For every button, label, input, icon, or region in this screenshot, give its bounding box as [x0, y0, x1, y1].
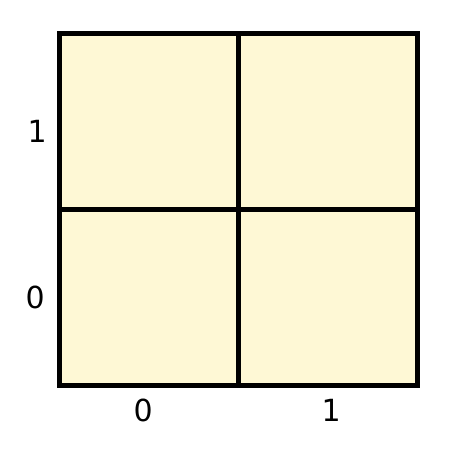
- grid-line-horizontal: [57, 207, 420, 212]
- board-cell-r0-c0[interactable]: [57, 210, 239, 388]
- col-label-1: 1: [321, 394, 341, 429]
- col-label-0: 0: [133, 394, 153, 429]
- board-cell-r0-c1[interactable]: [239, 210, 420, 388]
- row-label-0: 0: [25, 281, 45, 316]
- row-label-1: 1: [27, 115, 47, 150]
- board-cell-r1-c1[interactable]: [239, 31, 420, 210]
- game-board: [57, 31, 420, 388]
- board-cell-r1-c0[interactable]: [57, 31, 239, 210]
